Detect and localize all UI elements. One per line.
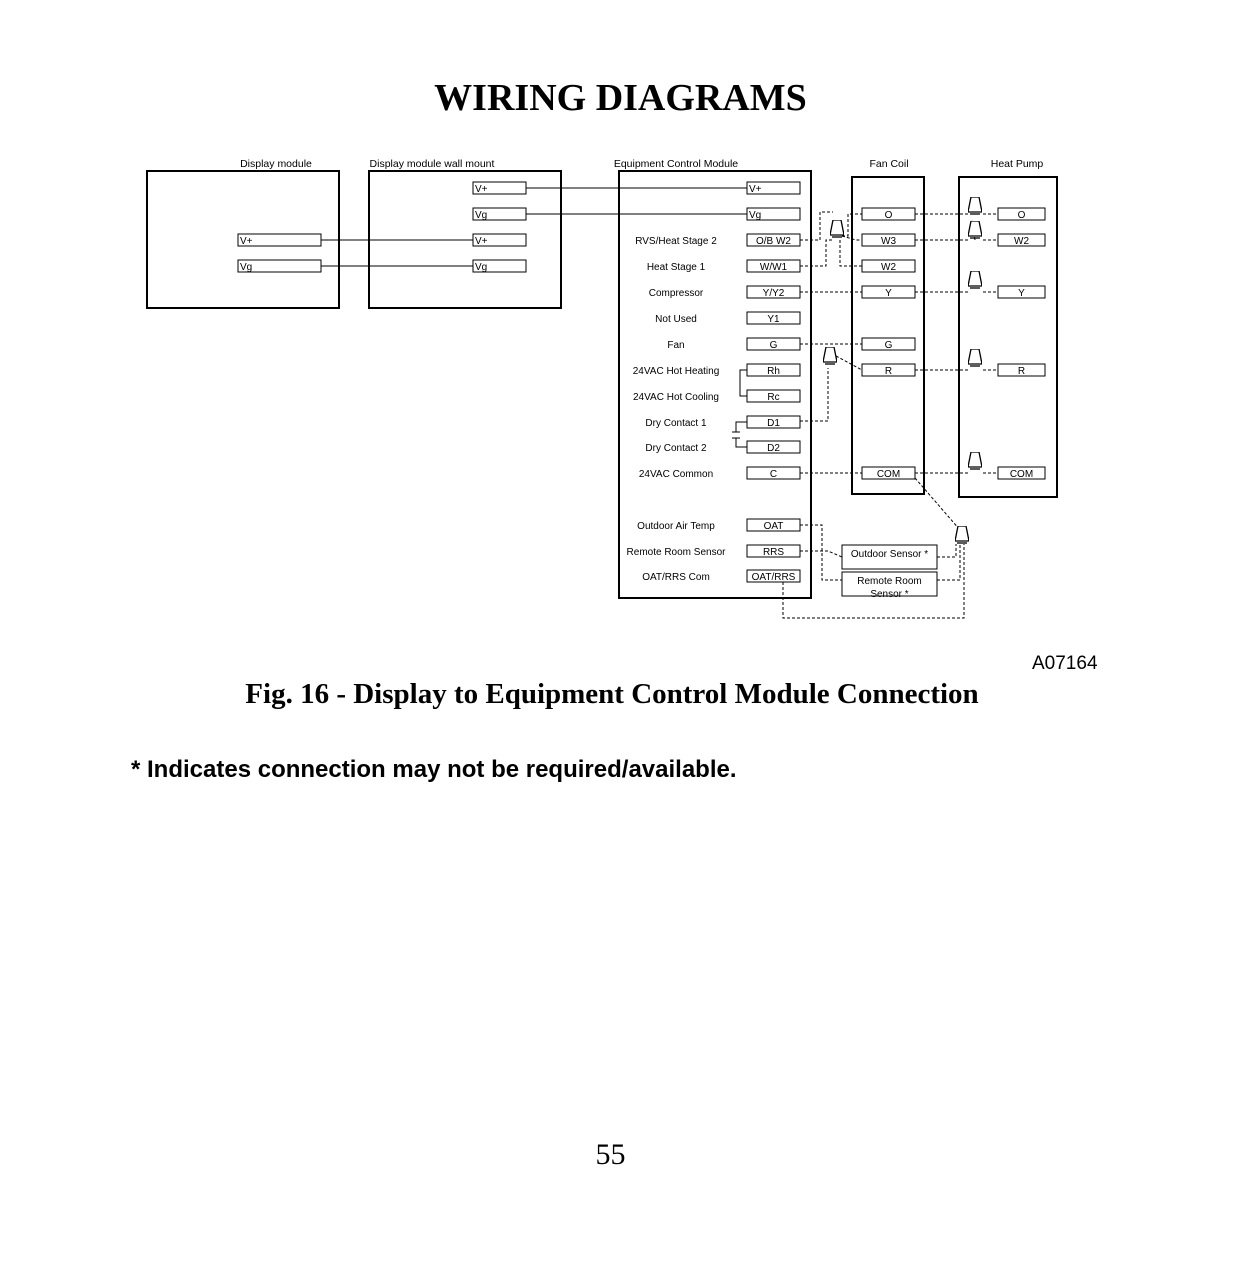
ecm-row-label: Outdoor Air Temp: [637, 521, 715, 532]
wire-nut-icon: [968, 221, 982, 239]
ecm-terminal-label: G: [770, 340, 778, 351]
hp-terminal: [997, 285, 1046, 299]
fc-terminal-label: O: [885, 210, 893, 221]
hp-terminal-label: W2: [1014, 236, 1029, 247]
ecm-title: Equipment Control Module: [614, 158, 738, 170]
hp-terminal: [997, 363, 1046, 377]
ecm-terminal: [746, 569, 801, 583]
ecm-row-label: Fan: [667, 340, 684, 351]
fc-terminal-label: W3: [881, 236, 896, 247]
dashed-wires: [782, 211, 998, 619]
page-number: 55: [595, 1138, 626, 1171]
ecm-row-label: Heat Stage 1: [647, 262, 706, 273]
ecm-row-label: 24VAC Hot Cooling: [633, 392, 719, 403]
wire-nut-icon: [968, 349, 982, 367]
fan-coil-box: [851, 176, 925, 495]
ecm-row-label: Dry Contact 1: [645, 418, 707, 429]
ecm-terminal-vplus-label: V+: [749, 184, 762, 195]
ecm-row-label: RVS/Heat Stage 2: [635, 236, 717, 247]
figure-caption: Fig. 16 - Display to Equipment Control M…: [245, 678, 979, 710]
ecm-row-label: 24VAC Hot Heating: [633, 366, 720, 377]
ecm-row-label: Dry Contact 2: [645, 443, 707, 454]
wm-terminal-1-label: V+: [475, 184, 488, 195]
ecm-box: [618, 170, 812, 599]
page-title: WIRING DIAGRAMS: [434, 77, 807, 119]
hp-terminal: [997, 233, 1046, 247]
wm-terminal-3-label: V+: [475, 236, 488, 247]
remote-sensor-box: [841, 571, 938, 597]
ecm-terminal-label: Rc: [767, 392, 779, 403]
wiring-diagram: Display module V+ Vg Display module wall…: [146, 158, 1058, 619]
ecm-row-label: Remote Room Sensor: [627, 547, 727, 558]
fc-terminal-label: COM: [877, 469, 900, 480]
ecm-terminal-vg: [746, 207, 801, 221]
hp-terminal: [997, 207, 1046, 221]
ecm-terminal-label: Y1: [767, 314, 780, 325]
heat-pump-title: Heat Pump: [991, 158, 1044, 170]
hp-terminal-label: COM: [1010, 469, 1033, 480]
solid-wires: [321, 187, 747, 267]
wire-nut-icon: [830, 220, 844, 238]
ecm-terminal-label: W/W1: [760, 262, 788, 273]
hp-terminal-label: O: [1018, 210, 1026, 221]
ecm-row-label: 24VAC Common: [639, 469, 713, 480]
footnote: * Indicates connection may not be requir…: [131, 756, 737, 783]
ecm-terminal-label: OAT/RRS: [752, 572, 796, 583]
fc-terminal-label: R: [885, 366, 892, 377]
wire-nut-icon: [968, 452, 982, 470]
fc-terminal-label: W2: [881, 262, 896, 273]
ecm-terminal-label: OAT: [764, 521, 784, 532]
ecm-terminal-label: C: [770, 469, 777, 480]
wire-nut-icon: [968, 197, 982, 215]
ecm-terminal-label: RRS: [763, 547, 784, 558]
dm-terminal-vg-label: Vg: [240, 262, 252, 273]
ecm-terminal-vplus: [746, 181, 801, 195]
ecm-row-label: Compressor: [649, 288, 704, 299]
ecm-row-label: Not Used: [655, 314, 697, 325]
ecm-row-label: OAT/RRS Com: [642, 572, 710, 583]
ecm-terminal-label: Rh: [767, 366, 780, 377]
fan-coil-title: Fan Coil: [869, 158, 908, 170]
remote-sensor-label-line1: Remote Room: [857, 576, 921, 587]
ecm-terminal-label: Y/Y2: [763, 288, 785, 299]
display-module-title: Display module: [240, 158, 312, 170]
wire-nut-icon: [955, 526, 969, 544]
ecm-terminal-label: D2: [767, 443, 780, 454]
fc-terminal-label: Y: [885, 288, 892, 299]
ecm-jumpers: [732, 369, 747, 448]
wall-mount-title: Display module wall mount: [370, 158, 495, 170]
ecm-terminal-label: D1: [767, 418, 780, 429]
wire-nut-icon: [968, 271, 982, 289]
hp-terminal: [997, 466, 1046, 480]
ecm-terminal-label: O/B W2: [756, 236, 791, 247]
wm-terminal-4-label: Vg: [475, 262, 487, 273]
remote-sensor-label-line2: Sensor *: [870, 589, 908, 600]
hp-terminal-label: Y: [1018, 288, 1025, 299]
wm-terminal-2-label: Vg: [475, 210, 487, 221]
hp-terminal-label: R: [1018, 366, 1025, 377]
outdoor-sensor-label: Outdoor Sensor *: [851, 549, 928, 560]
figure-id: A07164: [1032, 653, 1098, 674]
fc-terminal-label: G: [885, 340, 893, 351]
ecm-terminal: [746, 311, 801, 325]
ecm-terminal-vg-label: Vg: [749, 210, 761, 221]
heat-pump-box: [958, 176, 1058, 498]
dm-terminal-vplus-label: V+: [240, 236, 253, 247]
wire-nut-icon: [823, 347, 837, 365]
